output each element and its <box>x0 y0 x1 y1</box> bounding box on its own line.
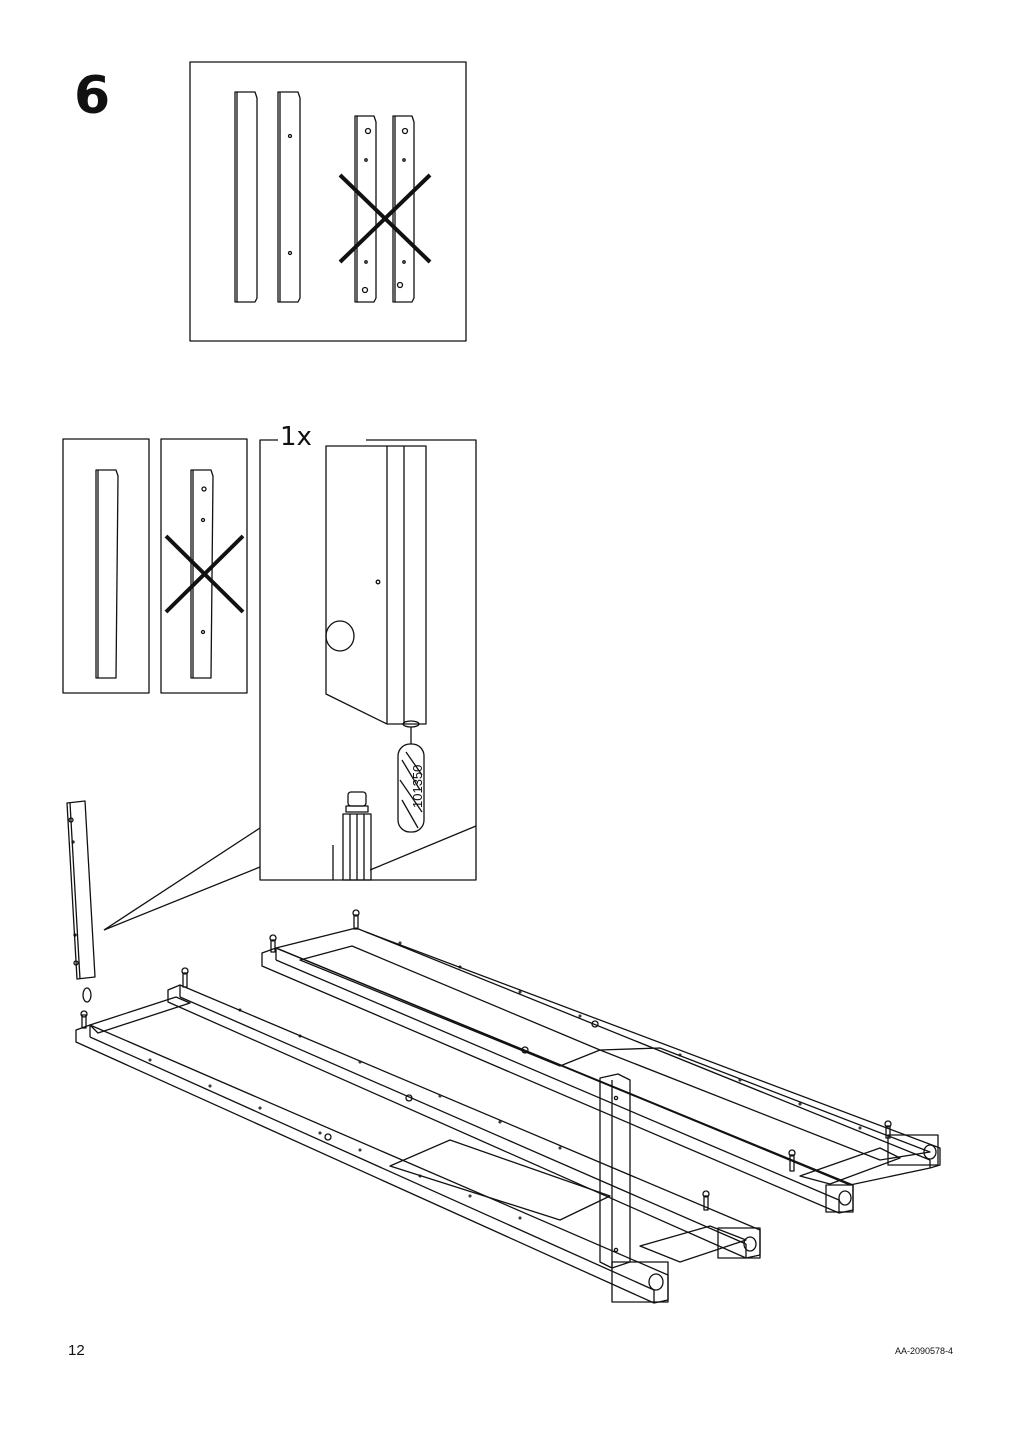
part-number: 101350 <box>410 764 425 808</box>
correct-leg-icon <box>234 91 301 303</box>
leg-comparison-panel <box>189 61 467 342</box>
incorrect-leg-panel <box>160 438 248 694</box>
document-code: AA-2090578-4 <box>895 1346 954 1356</box>
quantity-label: 1x <box>278 422 314 452</box>
leg-bottom-detail <box>325 445 427 725</box>
correct-leg-panel <box>62 438 150 694</box>
cross-mark-icon <box>338 173 432 264</box>
assembly-frame-icon <box>75 909 941 1304</box>
dowel-detail-panel <box>259 439 477 881</box>
incorrect-leg-icon <box>190 469 214 679</box>
correct-leg-icon <box>95 469 119 679</box>
incorrect-leg-icon <box>354 115 415 303</box>
page-number: 12 <box>68 1342 85 1359</box>
dowel-pins <box>80 909 892 1211</box>
rail-holes <box>148 941 862 1220</box>
cross-mark-icon <box>164 534 245 614</box>
step-number: 6 <box>74 66 111 126</box>
bolt-detail-icon <box>332 791 372 881</box>
wooden-dowel-icon <box>397 720 425 833</box>
loose-leg-icon <box>66 800 96 1003</box>
